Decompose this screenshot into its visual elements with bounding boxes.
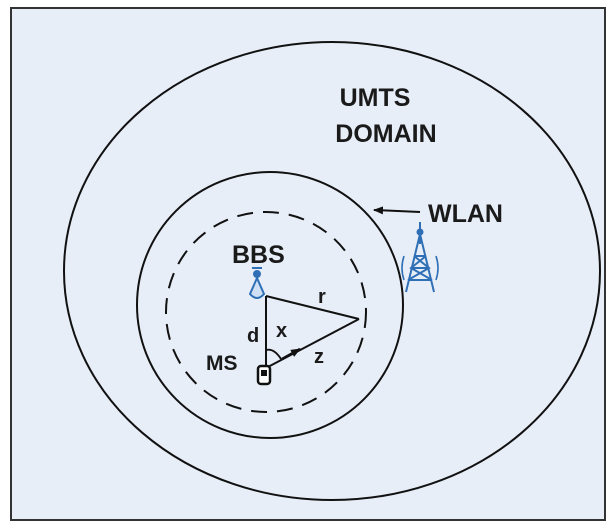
angle-x-arc — [265, 348, 282, 360]
label-d: d — [247, 325, 259, 347]
dashed-coverage-circle — [165, 211, 367, 413]
mobile-phone-icon — [256, 364, 272, 386]
antenna-icon — [248, 267, 266, 299]
umts-domain-circle — [63, 41, 601, 501]
wlan-label: WLAN — [428, 200, 503, 228]
direction-arrow — [281, 347, 301, 361]
tower-icon — [401, 222, 439, 293]
umts-label-line1: UMTS — [340, 84, 411, 112]
label-r: r — [318, 286, 326, 308]
label-x: x — [276, 320, 287, 342]
line-r — [265, 295, 360, 320]
diagram-frame — [10, 7, 606, 521]
ms-label: MS — [206, 352, 238, 375]
label-z: z — [314, 346, 324, 368]
bbs-label: BBS — [232, 241, 285, 269]
umts-label-line2: DOMAIN — [335, 120, 436, 148]
wlan-circle — [136, 171, 404, 439]
line-z — [265, 318, 360, 369]
wlan-pointer-arrow — [373, 206, 421, 215]
